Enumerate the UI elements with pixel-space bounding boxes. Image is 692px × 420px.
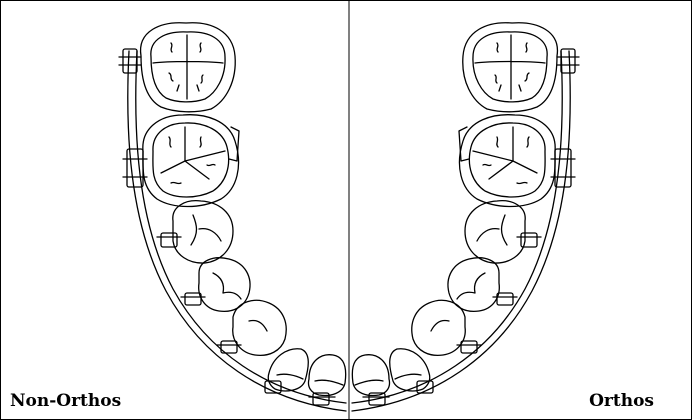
canine (217, 300, 286, 355)
bracket-3 (161, 233, 177, 247)
right-half-arch (352, 23, 579, 411)
bracket-4 (185, 293, 201, 305)
orthos-label: Orthos (589, 391, 654, 411)
central-incisor (308, 355, 345, 405)
premolar-2 (181, 258, 250, 312)
premolar-1 (157, 201, 233, 263)
molar-1-band (123, 49, 137, 73)
arch-wire-inner (136, 51, 346, 403)
arch-wire-outer (128, 51, 346, 411)
left-half-arch (119, 23, 346, 411)
molar-1 (119, 23, 235, 112)
molar-2 (123, 115, 239, 207)
lateral-incisor (265, 349, 308, 393)
non-orthos-label: Non-Orthos (10, 391, 121, 411)
